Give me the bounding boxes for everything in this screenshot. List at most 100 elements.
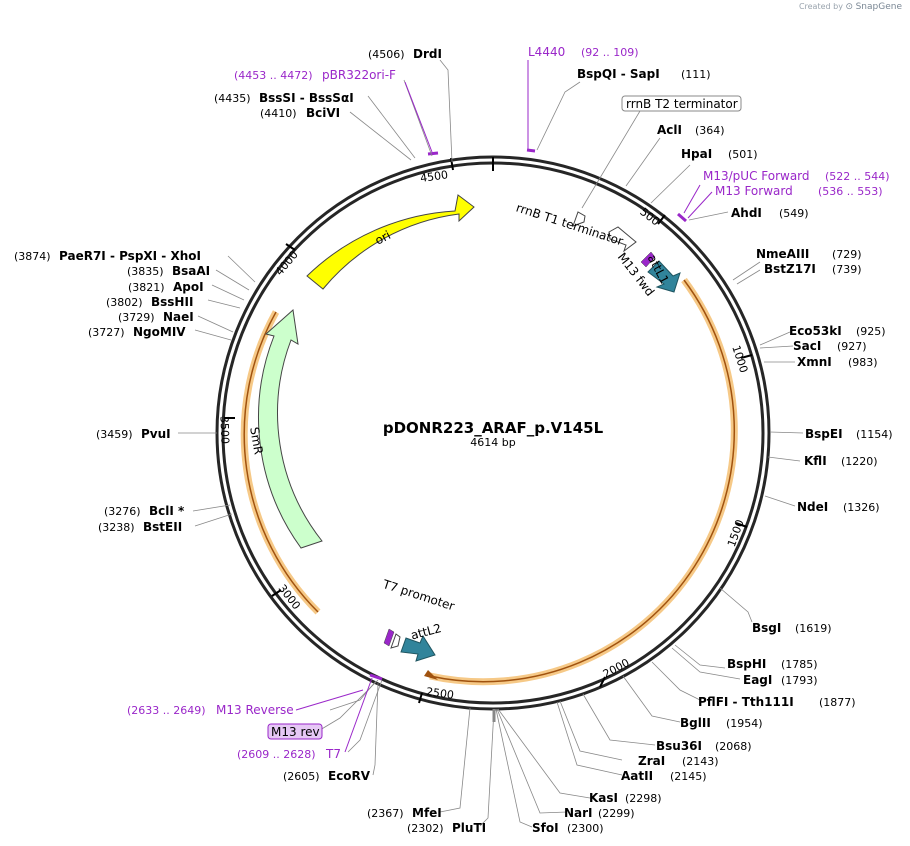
enz-eagi-name: EagI [743,673,772,687]
enz-bstz17i-pos: (739) [832,263,862,276]
tick-2500: 2500 [418,685,455,704]
primer-t7-bar [369,673,383,681]
enz-pluti-name: PluTI [452,821,486,835]
svg-text:1000: 1000 [729,344,750,375]
ori-label: ori [373,228,393,248]
tick-4500: 4500 [419,157,454,185]
enz-ndei-name: NdeI [797,500,828,514]
enz-ngomiv-name: NgoMIV [133,325,186,339]
enz-bspei-name: BspEI [805,427,843,441]
enz-sfoi-name: SfoI [532,821,559,835]
enz-bsgi-name: BsgI [752,621,781,635]
primer-l4440-pos: (92 .. 109) [581,46,639,59]
enz-pflfi-pos: (1877) [819,696,856,709]
enz-xmni-pos: (983) [848,356,878,369]
enz-pvui-name: PvuI [141,427,171,441]
enz-bsgi-pos: (1619) [795,622,832,635]
enz-eco53ki-pos: (925) [856,325,886,338]
svg-text:2000: 2000 [601,656,632,681]
rrnb-t1-label: rrnB T1 terminator [514,201,625,249]
enz-bcivi-name: BciVI [306,106,340,120]
enz-bcivi-pos: (4410) [260,107,297,120]
enz-bsu36i-name: Bsu36I [656,739,702,753]
svg-text:M13 rev: M13 rev [271,725,320,739]
enz-pflfi-name: PflFI - Tth111I [698,695,794,709]
enz-drdi-pos: (4506) [368,48,405,61]
enz-ecorv-name: EcoRV [328,769,371,783]
svg-text:3500: 3500 [218,416,232,444]
leader-lines [178,59,804,828]
tick-3500: 3500 [218,416,235,444]
enz-bspei-pos: (1154) [856,428,893,441]
enz-eagi-pos: (1793) [781,674,818,687]
enz-ahdi-name: AhdI [731,206,762,220]
orf-arc-right-head [424,670,438,680]
rrnb-t2-label-box: rrnB T2 terminator [581,95,742,209]
primer-m13f-pos: (536 .. 553) [818,185,883,198]
t7-promoter-label: T7 promoter [380,577,456,614]
tick-500: 500 [637,205,666,228]
primer-l4440-name: L4440 [528,45,565,59]
plasmid-length: 4614 bp [470,436,515,449]
enz-kasi-pos: (2298) [625,792,662,805]
enz-ahdi-pos: (549) [779,207,809,220]
smr-label: SmR [247,426,266,456]
enz-bsssi-name: BssSI - BssSαI [259,91,354,105]
enz-aatii-name: AatII [621,769,653,783]
snapgene-credit: Created by ⊙ SnapGene [799,2,902,12]
attl1-arrow [647,260,681,293]
primer-m13puc-leader [683,184,701,214]
primer-t7-leader [344,677,373,753]
enz-pluti-pos: (2302) [407,822,444,835]
enz-kasi-name: KasI [589,791,618,805]
enz-bsshii-name: BssHII [151,295,193,309]
enz-acli-name: AclI [657,123,682,137]
enz-ndei-pos: (1326) [843,501,880,514]
tick-2000: 2000 [599,656,632,688]
primer-m13r-name: M13 Reverse [216,703,294,717]
enz-apoi-pos: (3821) [128,281,165,294]
enz-sfoi-pos: (2300) [567,822,604,835]
enz-saci-pos: (927) [837,340,867,353]
primer-t7-name: T7 [325,747,341,761]
m13-fwd-mark [640,251,656,268]
primer-m13f-leader [687,191,713,219]
enz-aatii-pos: (2145) [670,770,707,783]
enz-mfei-pos: (2367) [367,807,404,820]
enz-apoi-name: ApoI [173,280,204,294]
primer-m13-bar [677,212,687,223]
enz-zrai-name: ZraI [638,754,665,768]
primer-m13puc-name: M13/pUC Forward [703,169,810,183]
enz-eco53ki-name: Eco53kI [789,324,842,338]
primer-m13puc-pos: (522 .. 544) [825,170,890,183]
enz-zrai-pos: (2143) [682,755,719,768]
smr-arrow [258,309,323,549]
enz-pvui-pos: (3459) [96,428,133,441]
rrnb-t1-arrow [608,226,637,253]
m13-rev-mark [383,628,395,647]
enz-nari-pos: (2299) [598,807,635,820]
enz-bsteii-name: BstEII [143,520,182,534]
primer-m13r-pos: (2633 .. 2649) [127,704,206,717]
enz-bsaai-name: BsaAI [172,264,210,278]
enz-paer7i-name: PaeR7I - PspXI - XhoI [59,249,201,263]
enz-bcli-name: BclI * [149,504,185,518]
enz-bsshii-pos: (3802) [106,296,143,309]
svg-text:2500: 2500 [425,685,455,702]
primer-l4440-bar [526,148,536,153]
enz-hpai-pos: (501) [728,148,758,161]
enz-bsssi-pos: (4435) [214,92,251,105]
primer-pbr322-name: pBR322ori-F [322,68,396,82]
enz-hpai-name: HpaI [681,147,712,161]
orf-arc-right [429,277,738,686]
enz-mfei-name: MfeI [412,806,442,820]
enz-ecorv-pos: (2605) [283,770,320,783]
primer-m13r-leader [295,689,364,711]
enz-bcli-pos: (3276) [104,505,141,518]
enz-bsphi-pos: (1785) [781,658,818,671]
enz-nmeaiii-name: NmeAIII [756,247,809,261]
enz-acli-pos: (364) [695,124,725,137]
m13-rev-label-box: M13 rev [267,723,323,740]
enz-bsaai-pos: (3835) [127,265,164,278]
